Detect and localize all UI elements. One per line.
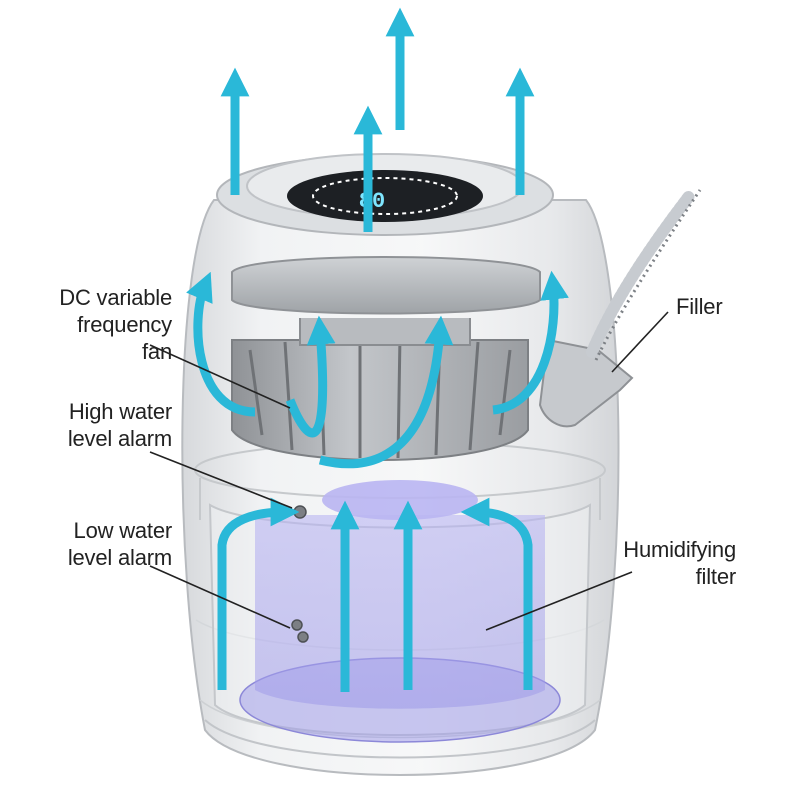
label-fan: DC variable frequency fan [59,284,172,365]
fan-assembly [232,257,540,460]
label-filler: Filler [676,293,722,320]
leader-filler [612,312,668,372]
high-water-level-sensor [294,506,306,518]
label-high-water-level-alarm: High water level alarm [68,398,172,452]
label-humidifying-filter: Humidifying filter [623,536,736,590]
label-low-water-level-alarm: Low water level alarm [68,517,172,571]
